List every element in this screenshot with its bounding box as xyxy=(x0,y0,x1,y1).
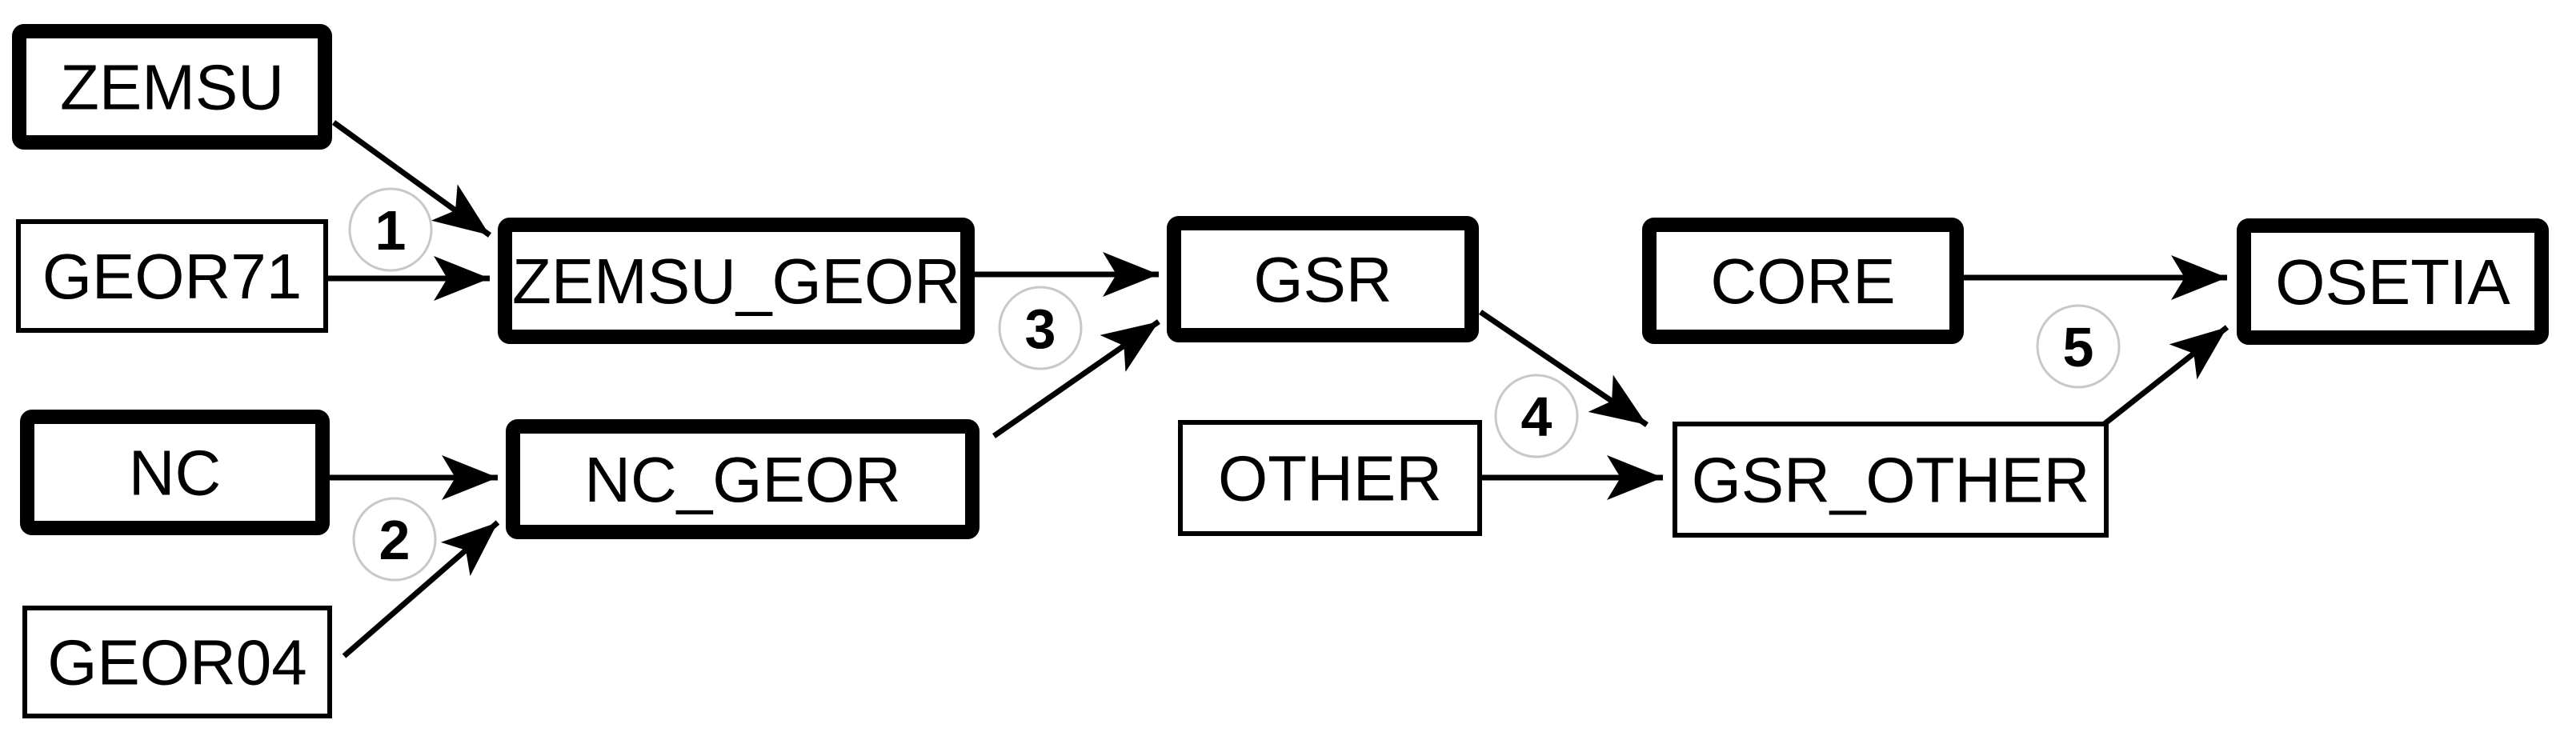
step-badge-circle-5 xyxy=(2036,304,2121,389)
node-box-gsr_other xyxy=(1673,422,2109,538)
node-label-nc_geor: NC_GEOR xyxy=(584,444,901,515)
node-zemsu: ZEMSU xyxy=(12,24,332,150)
arrow-gsr-to-gsr_other xyxy=(1479,310,1649,427)
node-geor71: GEOR71 xyxy=(16,219,328,333)
node-label-osetia: OSETIA xyxy=(2275,246,2510,318)
node-label-nc: NC xyxy=(129,438,222,509)
node-box-nc_geor xyxy=(506,419,980,539)
arrow-zemsu-to-zemsu_geor xyxy=(331,120,492,238)
step-badge-circle-4 xyxy=(1494,374,1579,458)
node-label-gsr: GSR xyxy=(1253,244,1392,315)
node-core: CORE xyxy=(1642,218,1964,344)
arrow-geor04-to-nc_geor xyxy=(342,520,500,658)
step-badge-circle-1 xyxy=(348,187,433,272)
node-box-geor71 xyxy=(16,219,328,333)
arrow-gsr_other-to-osetia xyxy=(2100,325,2229,428)
step-badge-circle-2 xyxy=(352,497,437,582)
step-badge-5: 5 xyxy=(2036,304,2121,389)
node-label-geor04: GEOR04 xyxy=(47,627,307,698)
edges-layer xyxy=(328,120,2229,658)
node-gsr_other: GSR_OTHER xyxy=(1673,422,2109,538)
node-box-zemsu xyxy=(12,24,332,150)
node-zemsu_geor: ZEMSU_GEOR xyxy=(498,218,975,344)
step-badge-number-5: 5 xyxy=(2063,316,2094,378)
node-geor04: GEOR04 xyxy=(22,606,332,718)
step-badge-1: 1 xyxy=(348,187,433,272)
node-osetia: OSETIA xyxy=(2237,218,2549,345)
node-label-gsr_other: GSR_OTHER xyxy=(1692,445,2090,516)
arrow-nc_geor-to-gsr xyxy=(992,319,1160,438)
node-label-other: OTHER xyxy=(1218,443,1442,514)
step-badge-2: 2 xyxy=(352,497,437,582)
node-box-core xyxy=(1642,218,1964,344)
node-box-nc xyxy=(20,410,330,535)
step-badge-4: 4 xyxy=(1494,374,1579,458)
node-box-geor04 xyxy=(22,606,332,718)
step-badge-number-3: 3 xyxy=(1025,298,1056,360)
node-nc: NC xyxy=(20,410,330,535)
node-label-core: CORE xyxy=(1710,246,1895,317)
node-label-zemsu_geor: ZEMSU_GEOR xyxy=(512,246,960,317)
node-box-other xyxy=(1178,420,1482,536)
node-other: OTHER xyxy=(1178,420,1482,536)
step-badge-number-4: 4 xyxy=(1521,386,1552,448)
step-badge-3: 3 xyxy=(998,286,1083,370)
step-badge-circle-3 xyxy=(998,286,1083,370)
node-box-gsr xyxy=(1167,216,1479,342)
node-box-zemsu_geor xyxy=(498,218,975,344)
node-label-zemsu: ZEMSU xyxy=(60,52,284,123)
badges-layer: 1 2 3 4 5 xyxy=(348,187,2121,582)
node-nc_geor: NC_GEOR xyxy=(506,419,980,539)
step-badge-number-1: 1 xyxy=(375,199,407,262)
node-box-osetia xyxy=(2237,218,2549,345)
node-label-geor71: GEOR71 xyxy=(42,241,302,312)
node-gsr: GSR xyxy=(1167,216,1479,342)
step-badge-number-2: 2 xyxy=(379,509,411,571)
